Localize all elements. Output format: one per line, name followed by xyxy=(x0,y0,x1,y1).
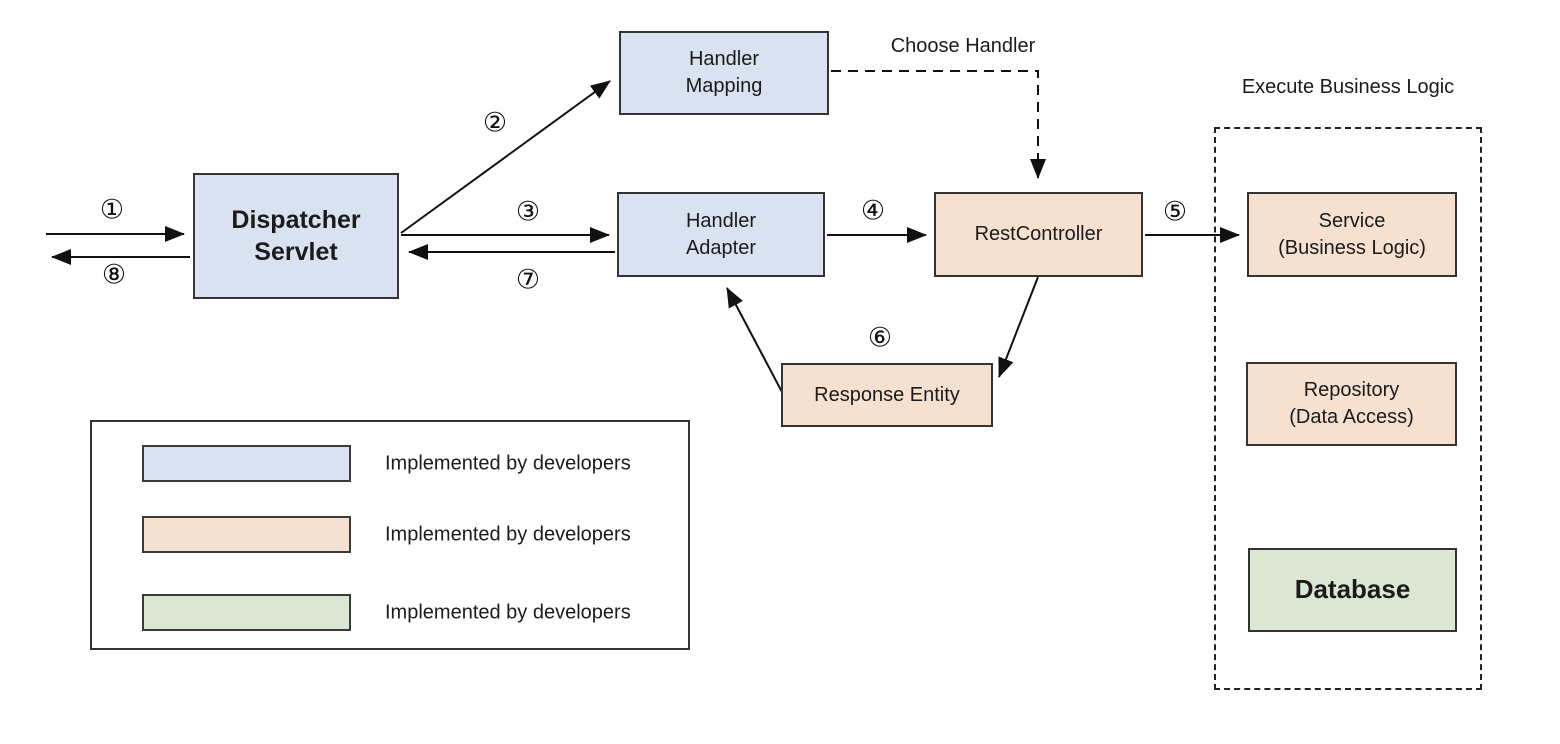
execute-business-logic-region xyxy=(1214,127,1482,690)
node-repository: Repository (Data Access) xyxy=(1246,362,1457,446)
node-restcontroller: RestController xyxy=(934,192,1143,277)
node-handler-adapter: Handler Adapter xyxy=(617,192,825,277)
node-restcontroller-label: RestController xyxy=(974,223,1103,245)
arrow-step6-response-entity-to-adapter xyxy=(726,287,783,393)
legend-swatch-peach xyxy=(142,516,351,553)
choose-handler-label: Choose Handler xyxy=(890,35,1036,57)
step-2-badge: ② xyxy=(482,107,508,139)
legend-swatch-green xyxy=(142,594,351,631)
node-repository-label: Repository (Data Access) xyxy=(1289,379,1414,428)
node-response-entity-label: Response Entity xyxy=(814,383,960,406)
node-dispatcher-servlet-label: Dispatcher Servlet xyxy=(231,205,361,267)
step-5-badge: ⑤ xyxy=(1162,196,1188,228)
arrow-step2-to-handler-mapping xyxy=(400,80,611,234)
step-7-badge: ⑦ xyxy=(515,264,541,296)
legend-label-green: Implemented by developers xyxy=(385,601,631,624)
arrow-restcontroller-to-response-entity xyxy=(998,276,1039,378)
step-8-badge: ⑧ xyxy=(101,259,127,291)
step-6-badge: ⑥ xyxy=(867,322,893,354)
legend-label-blue: Implemented by developers xyxy=(385,452,631,475)
node-database-label: Database xyxy=(1294,574,1411,605)
node-handler-mapping-label: Handler Mapping xyxy=(685,48,763,97)
node-handler-mapping: Handler Mapping xyxy=(619,31,829,115)
node-service: Service (Business Logic) xyxy=(1247,192,1457,277)
legend: Implemented by developers Implemented by… xyxy=(90,420,690,650)
step-4-badge: ④ xyxy=(860,195,886,227)
execute-business-logic-title: Execute Business Logic xyxy=(1241,76,1455,98)
node-service-label: Service (Business Logic) xyxy=(1278,209,1426,259)
step-1-badge: ① xyxy=(99,194,125,226)
legend-swatch-blue xyxy=(142,445,351,482)
node-database: Database xyxy=(1248,548,1457,632)
step-3-badge: ③ xyxy=(515,196,541,228)
node-handler-adapter-label: Handler Adapter xyxy=(685,209,757,259)
arrow-choose-handler-dashed xyxy=(831,70,1046,179)
node-dispatcher-servlet: Dispatcher Servlet xyxy=(193,173,399,299)
node-response-entity: Response Entity xyxy=(781,363,993,427)
legend-label-peach: Implemented by developers xyxy=(385,523,631,546)
